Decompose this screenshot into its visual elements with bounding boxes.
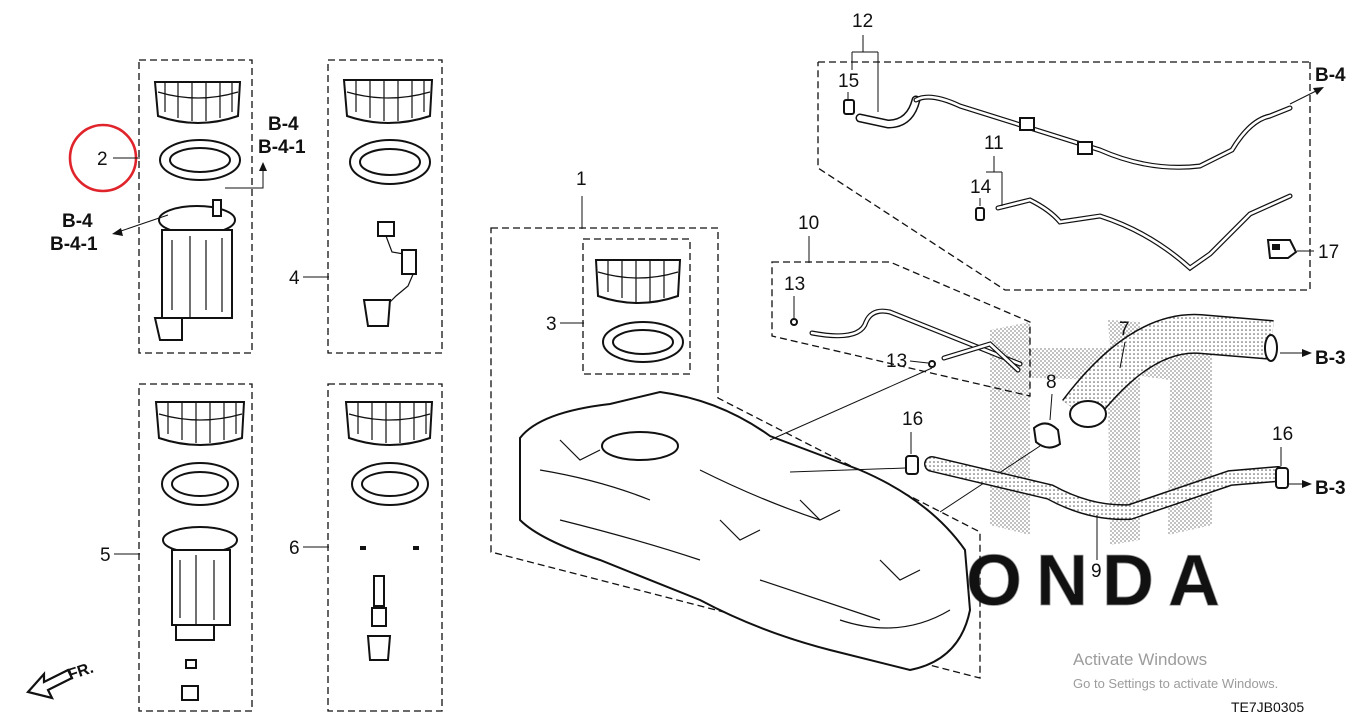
clip-16-right <box>1275 467 1289 489</box>
fuel-tank-group-1 <box>490 227 981 679</box>
part-label-9: 9 <box>1091 561 1102 582</box>
part-label-7: 7 <box>1119 319 1130 340</box>
part-label-2: 2 <box>97 149 108 170</box>
hose-clamp-8 <box>1032 422 1062 449</box>
part-label-14: 14 <box>970 177 992 198</box>
ref-b41-left: B-4-1 <box>50 234 98 255</box>
ref-b41-top: B-4-1 <box>258 137 306 158</box>
part-label-12: 12 <box>852 11 873 32</box>
front-label: FR. <box>66 660 96 684</box>
ref-b3-lower: B-3 <box>1315 478 1346 499</box>
drawing-code: TE7JB0305 <box>1231 699 1304 715</box>
part-label-15: 15 <box>838 71 859 92</box>
evap-line-group-12 <box>817 61 1311 291</box>
ref-b4-left: B-4 <box>62 211 93 232</box>
part-label-13-lower: 13 <box>886 351 907 372</box>
part-label-8: 8 <box>1046 372 1057 393</box>
breather-hose-9 <box>924 456 1286 521</box>
ref-b4-right: B-4 <box>1315 65 1346 86</box>
part-label-17: 17 <box>1318 242 1339 263</box>
part-label-13-upper: 13 <box>784 274 805 295</box>
part-label-1: 1 <box>576 169 587 190</box>
front-direction-arrow: FR. <box>25 660 96 700</box>
part-label-5: 5 <box>100 545 111 566</box>
part-label-3: 3 <box>546 314 557 335</box>
fuel-pump-assembly-2 <box>138 59 253 354</box>
strainer-set-6 <box>327 383 443 712</box>
part-label-10: 10 <box>798 213 819 234</box>
fuel-pump-module-5 <box>138 383 253 712</box>
part-label-16-left: 16 <box>902 409 923 430</box>
clip-16-left <box>905 455 919 475</box>
part-label-6: 6 <box>289 538 300 559</box>
fuel-gauge-unit-4 <box>327 59 443 354</box>
activate-windows-subtitle: Go to Settings to activate Windows. <box>1073 676 1279 691</box>
bracket-17 <box>1266 239 1298 259</box>
fuel-filler-pipe-7 <box>1062 313 1278 428</box>
part-label-16-right: 16 <box>1272 424 1293 445</box>
part-label-4: 4 <box>289 268 300 289</box>
vent-pipe-group-10 <box>771 261 1031 397</box>
activate-windows-title: Activate Windows <box>1073 650 1208 669</box>
ref-b3-upper: B-3 <box>1315 348 1346 369</box>
part-label-11: 11 <box>984 133 1004 154</box>
ref-b4-top: B-4 <box>268 114 299 135</box>
